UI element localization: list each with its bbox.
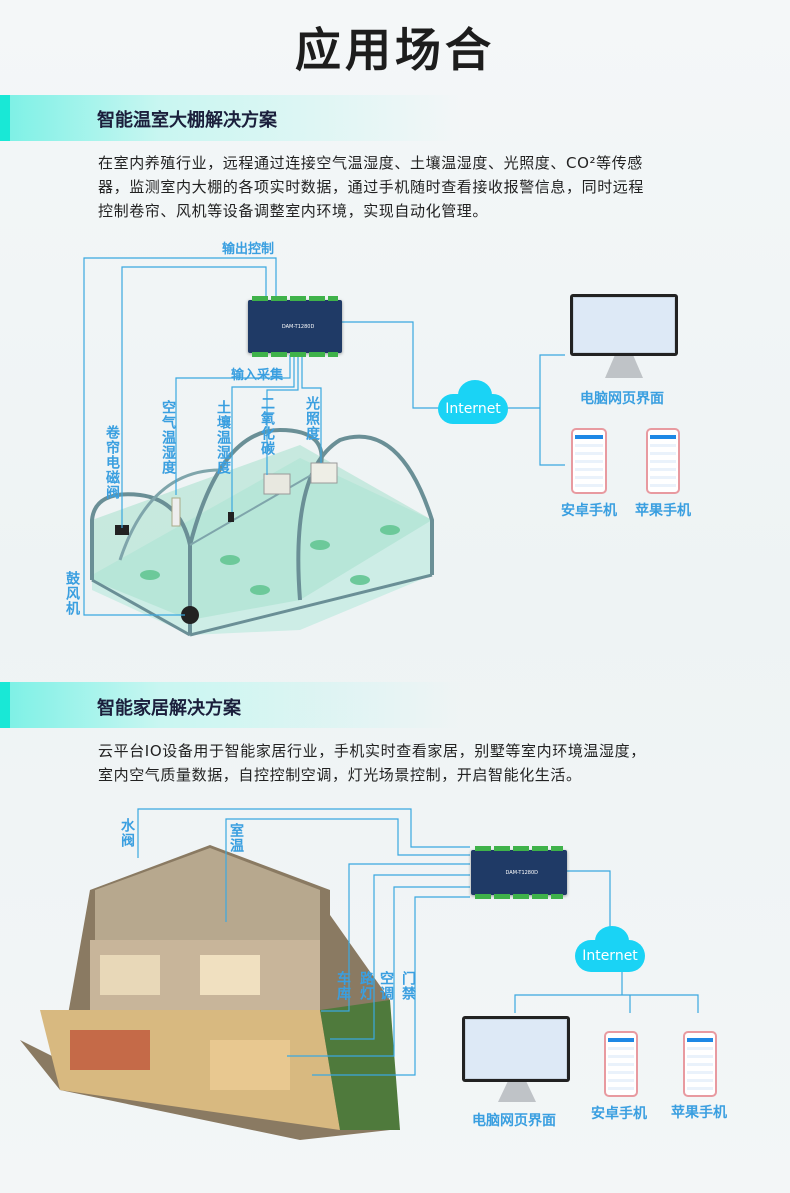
android-phone	[571, 428, 607, 494]
pc-stand	[605, 356, 643, 378]
iphone	[683, 1031, 717, 1097]
section-band-smarthome	[0, 682, 460, 728]
pc-monitor	[462, 1016, 570, 1082]
internet-cloud: Internet	[438, 380, 508, 424]
smarthome-heading: 智能家居解决方案	[97, 698, 241, 719]
io-controller-device: DAM-T1280D	[471, 846, 567, 899]
sensor-label-soil: 土壤温湿度	[215, 400, 231, 475]
desc-line: 控制卷帘、风机等设备调整室内环境，实现自动化管理。	[98, 202, 489, 220]
iphone	[646, 428, 680, 494]
client-android-label: 安卓手机	[561, 503, 617, 519]
pc-monitor	[570, 294, 678, 356]
actuator-label-valve: 卷帘电磁阀	[104, 425, 120, 500]
internet-label: Internet	[582, 948, 638, 964]
sensor-label-light: 光照度	[304, 396, 320, 441]
device-model: DAM-T1280D	[505, 870, 539, 877]
greenhouse-illustration	[90, 427, 434, 637]
sensor-label-air: 空气温湿度	[160, 400, 176, 475]
client-pc-label: 电脑网页界面	[580, 391, 664, 407]
client-android-label: 安卓手机	[591, 1106, 647, 1122]
label-water-valve: 水阀	[119, 818, 135, 848]
internet-cloud: Internet	[575, 926, 645, 972]
label-garage: 车库	[335, 971, 351, 1001]
label-aircon: 空调	[378, 971, 394, 1001]
label-room-temp: 室温	[228, 823, 244, 853]
internet-label: Internet	[445, 401, 501, 417]
smarthome-wires	[137, 808, 699, 1076]
page-title: 应用场合	[295, 23, 495, 77]
label-access-control: 门禁	[400, 971, 416, 1001]
client-iphone-label: 苹果手机	[635, 503, 691, 519]
desc-line: 室内空气质量数据，自控控制空调，灯光场景控制，开启智能化生活。	[98, 766, 582, 784]
output-control-label: 输出控制	[222, 242, 275, 257]
pc-stand	[498, 1082, 536, 1102]
section-band-greenhouse	[0, 95, 460, 141]
label-street-light: 路灯	[358, 971, 374, 1001]
desc-line: 器，监测室内大棚的各项实时数据，通过手机随时查看接收报警信息，同时远程	[98, 178, 645, 196]
house-illustration	[20, 845, 400, 1140]
desc-line: 云平台IO设备用于智能家居行业，手机实时查看家居，别墅等室内环境温湿度，	[98, 742, 646, 760]
client-iphone-label: 苹果手机	[671, 1105, 727, 1121]
android-phone	[604, 1031, 638, 1097]
device-model: DAM-T1280D	[281, 323, 315, 330]
greenhouse-description: 在室内养殖行业，远程通过连接空气温湿度、土壤温湿度、光照度、CO²等传感 器，监…	[98, 151, 708, 223]
greenhouse-heading: 智能温室大棚解决方案	[97, 110, 277, 131]
client-pc-label: 电脑网页界面	[472, 1113, 556, 1129]
desc-line: 在室内养殖行业，远程通过连接空气温湿度、土壤温湿度、光照度、CO²等传感	[98, 154, 643, 172]
greenhouse-wires	[83, 257, 565, 616]
sensor-label-co2: 二氧化碳	[259, 396, 275, 456]
actuator-label-fan: 鼓风机	[64, 571, 80, 616]
io-controller-device: DAM-T1280D	[248, 296, 342, 357]
smarthome-description: 云平台IO设备用于智能家居行业，手机实时查看家居，别墅等室内环境温湿度， 室内空…	[98, 739, 708, 787]
input-collect-label: 输入采集	[231, 368, 284, 383]
